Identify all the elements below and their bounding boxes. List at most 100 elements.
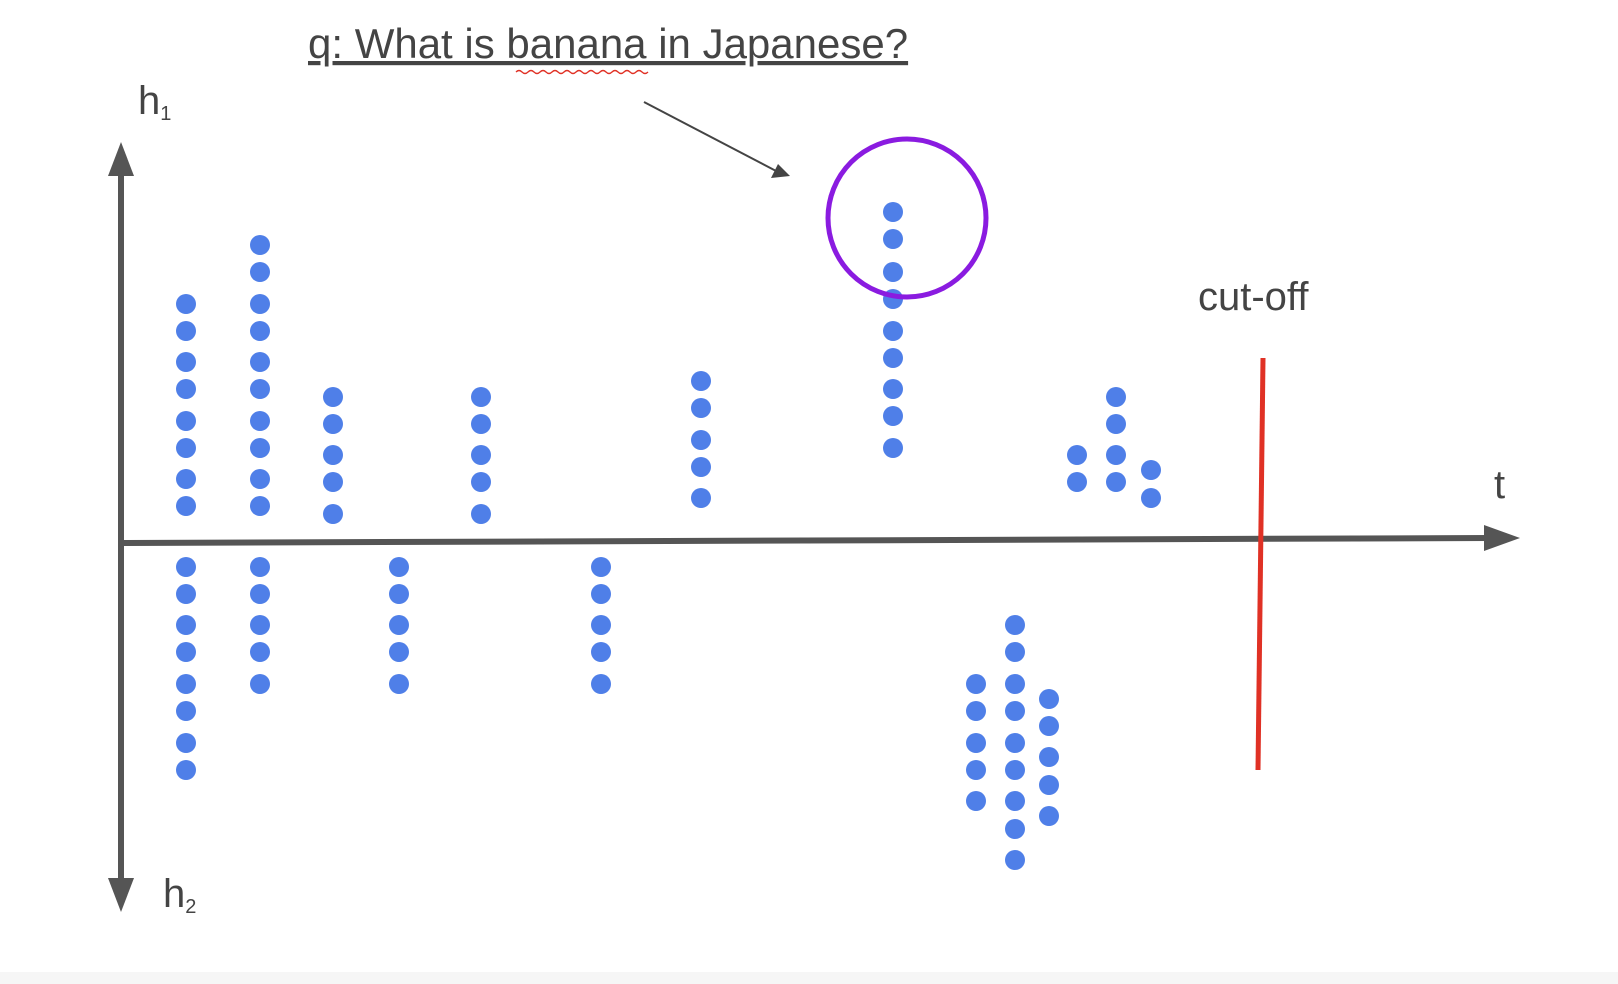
upper-cluster-7-dot [1067,472,1087,492]
upper-cluster-3-dot [323,414,343,434]
upper-cluster-2-dot [250,352,270,372]
lower-cluster-3-dot [389,584,409,604]
question-text: q: What is banana in Japanese? [308,20,908,67]
upper-cluster-8-dot [1106,414,1126,434]
upper-cluster-4-dot [471,414,491,434]
lower-cluster-7-dot [1039,716,1059,736]
lower-cluster-5-dot [966,701,986,721]
upper-cluster-2-dot [250,411,270,431]
upper-cluster-6-dot [883,229,903,249]
lower-cluster-5-dot [966,733,986,753]
lower-cluster-3-dot [389,642,409,662]
lower-cluster-1-dot [176,584,196,604]
upper-cluster-2-dot [250,496,270,516]
upper-cluster-3-dot [323,472,343,492]
lower-cluster-7-dot [1039,806,1059,826]
lower-cluster-5-dot [966,674,986,694]
t-label: t [1494,463,1505,507]
upper-cluster-5-dot [691,457,711,477]
horizontal-axis [120,525,1520,551]
upper-cluster-6-dot [883,438,903,458]
lower-cluster-7-dot [1039,689,1059,709]
lower-cluster-4-dot [591,557,611,577]
upper-cluster-8-dot [1106,472,1126,492]
upper-cluster-1-dot [176,352,196,372]
spellcheck-squiggle [515,69,649,75]
lower-cluster-4-dot [591,674,611,694]
lower-cluster-1-dot [176,557,196,577]
lower-cluster-6-dot [1005,850,1025,870]
pointer-arrow [643,101,790,178]
upper-cluster-6-dot [883,202,903,222]
lower-cluster-2-dot [250,615,270,635]
lower-cluster-6-dot [1005,733,1025,753]
lower-cluster-4-dot [591,615,611,635]
lower-cluster-6-dot [1005,701,1025,721]
lower-cluster-5-dot [966,760,986,780]
upper-cluster-4-dot [471,387,491,407]
lower-cluster-1-dot [176,642,196,662]
lower-cluster-2-dot [250,674,270,694]
lower-cluster-2-dot [250,557,270,577]
upper-cluster-6-dot [883,348,903,368]
upper-cluster-5-dot [691,488,711,508]
lower-cluster-7-dot [1039,747,1059,767]
upper-cluster-4-dot [471,445,491,465]
footer-strip [0,972,1618,984]
lower-cluster-6-dot [1005,642,1025,662]
upper-cluster-2-dot [250,262,270,282]
h2-label: h2 [163,872,196,918]
upper-cluster-2-dot [250,469,270,489]
upper-cluster-5-dot [691,398,711,418]
upper-cluster-6-dot [883,262,903,282]
upper-cluster-8-dot [1106,445,1126,465]
upper-cluster-1-dot [176,496,196,516]
lower-cluster-2-dot [250,642,270,662]
lower-cluster-2-dot [250,584,270,604]
lower-cluster-6-dot [1005,615,1025,635]
upper-cluster-1-dot [176,321,196,341]
lower-cluster-6-dot [1005,760,1025,780]
upper-cluster-5-dot [691,371,711,391]
upper-cluster-9-dot [1141,488,1161,508]
lower-cluster-3-dot [389,674,409,694]
upper-cluster-9-dot [1141,460,1161,480]
upper-cluster-1-dot [176,294,196,314]
upper-cluster-6-dot [883,379,903,399]
upper-cluster-2-dot [250,379,270,399]
upper-cluster-3-dot [323,504,343,524]
highlight-circle [825,136,989,300]
lower-cluster-1-dot [176,615,196,635]
upper-cluster-5-dot [691,430,711,450]
lower-cluster-3-dot [389,557,409,577]
lower-cluster-1-dot [176,701,196,721]
upper-cluster-6-dot [883,406,903,426]
lower-cluster-6-dot [1005,791,1025,811]
dot-clusters [176,202,1161,870]
lower-cluster-3-dot [389,615,409,635]
upper-cluster-3-dot [323,387,343,407]
vertical-axis [108,142,134,912]
upper-cluster-2-dot [250,235,270,255]
upper-cluster-4-dot [471,504,491,524]
upper-cluster-2-dot [250,321,270,341]
h1-label: h1 [138,79,171,125]
upper-cluster-1-dot [176,438,196,458]
lower-cluster-1-dot [176,760,196,780]
upper-cluster-8-dot [1106,387,1126,407]
lower-cluster-7-dot [1039,775,1059,795]
upper-cluster-1-dot [176,411,196,431]
upper-cluster-7-dot [1067,445,1087,465]
lower-cluster-6-dot [1005,819,1025,839]
upper-cluster-1-dot [176,379,196,399]
upper-cluster-3-dot [323,445,343,465]
upper-cluster-6-dot [883,321,903,341]
cutoff-line [1255,357,1266,771]
upper-cluster-4-dot [471,472,491,492]
lower-cluster-4-dot [591,584,611,604]
upper-cluster-2-dot [250,294,270,314]
lower-cluster-5-dot [966,791,986,811]
lower-cluster-4-dot [591,642,611,662]
upper-cluster-1-dot [176,469,196,489]
